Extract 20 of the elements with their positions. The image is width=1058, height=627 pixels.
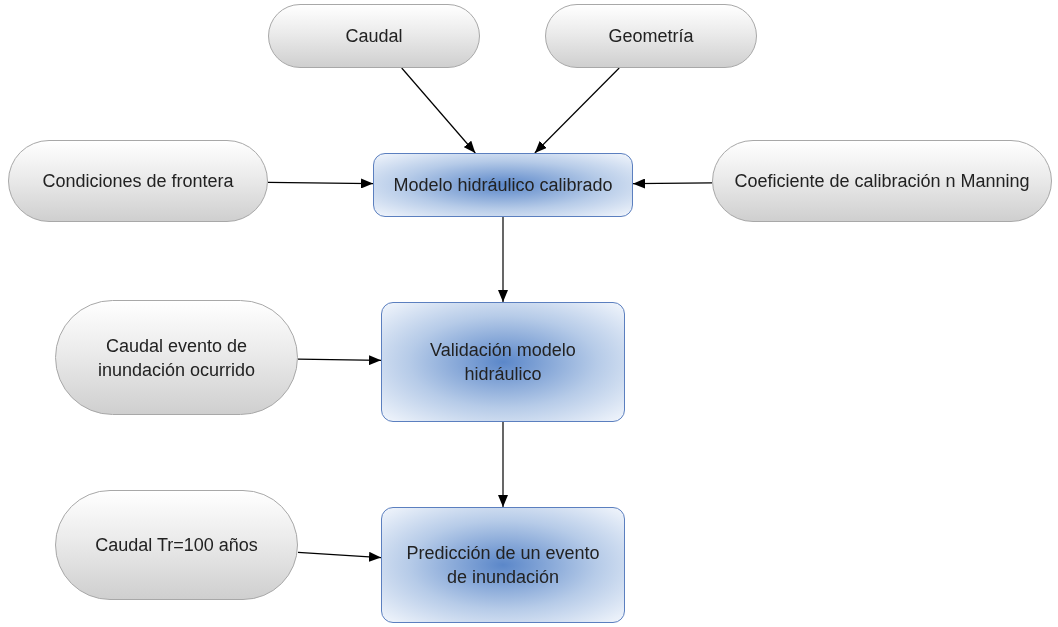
process-box xyxy=(381,302,625,422)
process-box xyxy=(373,153,633,217)
arrow xyxy=(498,216,508,303)
arrow xyxy=(534,67,620,154)
node-label: Predicción de un evento de inundación xyxy=(405,542,601,589)
arrow xyxy=(267,178,374,189)
process-box xyxy=(381,507,625,623)
node-label: Validación modelo hidráulico xyxy=(429,339,577,386)
node-label: Coeficiente de calibración n Manning xyxy=(734,170,1030,193)
node-label: Caudal xyxy=(345,25,403,48)
arrow xyxy=(401,67,476,154)
arrow xyxy=(297,551,382,562)
arrow xyxy=(498,421,508,508)
node-label: Caudal Tr=100 años xyxy=(95,534,258,557)
arrow xyxy=(297,355,382,366)
node-label: Geometría xyxy=(608,25,694,48)
node-label: Caudal evento de inundación ocurrido xyxy=(96,334,257,382)
node-label: Condiciones de frontera xyxy=(42,170,234,193)
arrow xyxy=(632,178,713,189)
node-label: Modelo hidráulico calibrado xyxy=(393,174,613,197)
